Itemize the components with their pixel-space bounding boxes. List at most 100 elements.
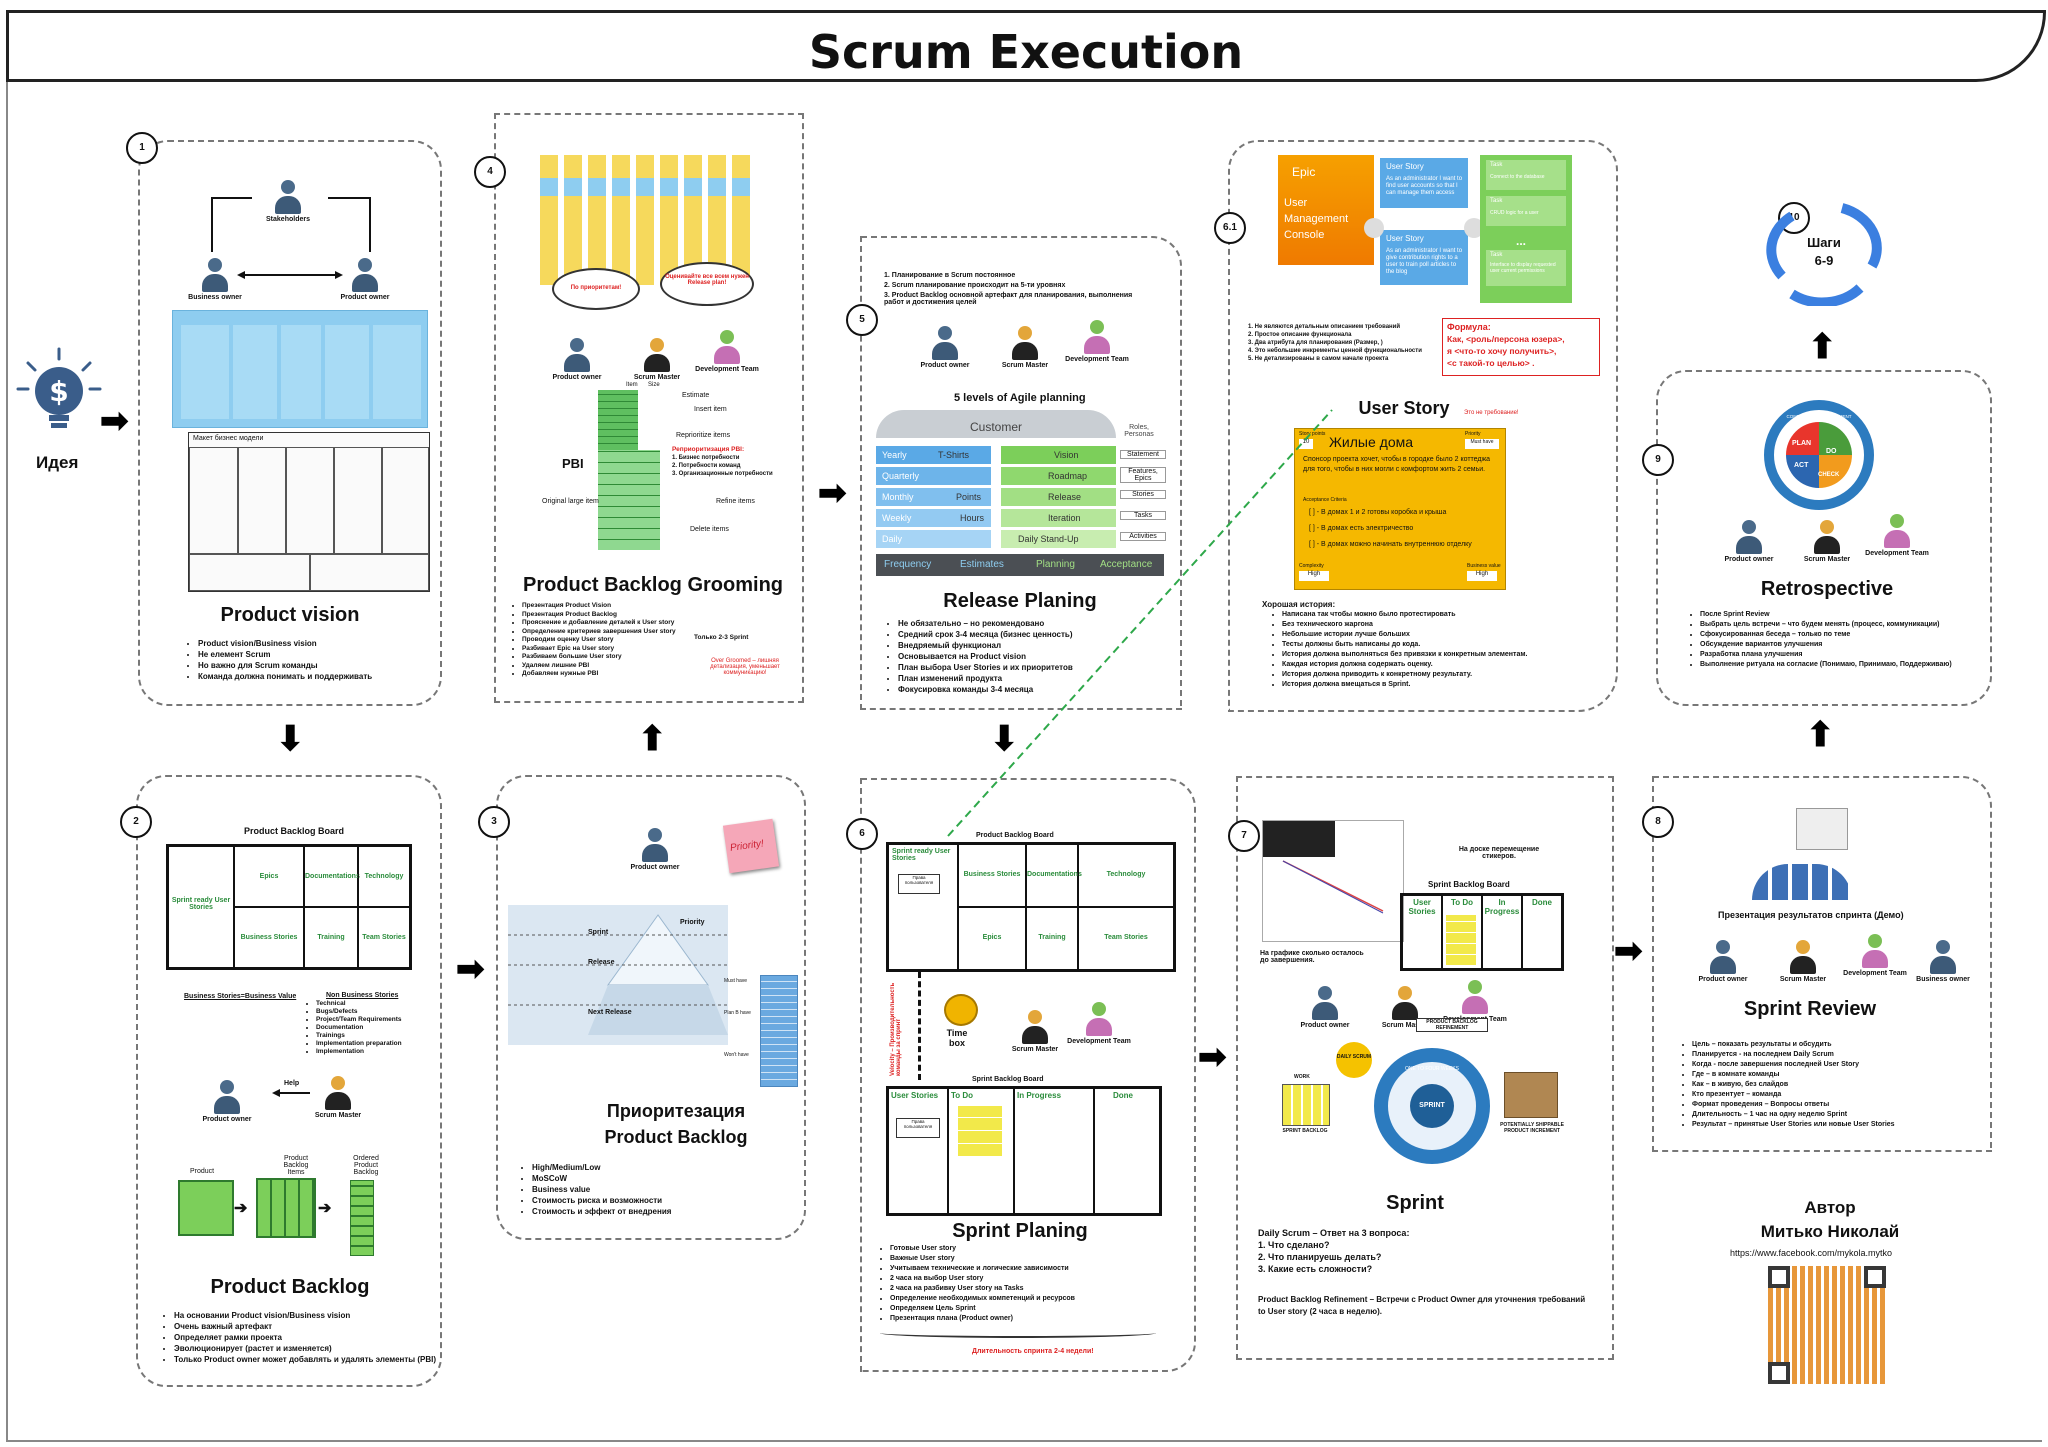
bullet: Product vision/Business vision bbox=[198, 638, 448, 649]
help-label: Help bbox=[284, 1080, 300, 1087]
ordered-backlog-stack-icon bbox=[350, 1180, 374, 1256]
bullet: Technical bbox=[316, 1000, 446, 1008]
formula-title: Формула: bbox=[1447, 322, 1491, 332]
product-owner-label: Product owner bbox=[202, 1116, 252, 1123]
arrow-right-icon: ➡ bbox=[1614, 932, 1643, 970]
board-cell: Business Stories bbox=[234, 907, 304, 968]
us-label: User Story bbox=[1386, 162, 1424, 171]
priority-stack bbox=[760, 975, 798, 1087]
qr-code bbox=[1768, 1266, 1886, 1384]
cube-label-items: Product Backlog Items bbox=[283, 1155, 309, 1176]
sprint-backlog-label: SPRINT BACKLOG bbox=[1282, 1128, 1328, 1134]
bullet: 2 часа на разбивку User story на Tasks bbox=[890, 1284, 1190, 1294]
row-left: Quarterly bbox=[882, 471, 920, 481]
sprint-duration: Длительность спринта 2-4 недели! bbox=[972, 1348, 1094, 1355]
reprio-title: Реприоритизация PBI: bbox=[672, 446, 745, 453]
task-label: Task bbox=[1490, 162, 1503, 168]
scrum-master-role: Scrum Master bbox=[1792, 520, 1862, 563]
development-team-label: Development Team bbox=[1065, 356, 1129, 363]
bullet: Длительность – 1 час на одну неделю Spri… bbox=[1692, 1110, 1998, 1120]
sprint-planning-bullets: Готовые User story Важные User story Учи… bbox=[880, 1244, 1190, 1324]
arrow-right-icon: ➡ bbox=[100, 402, 129, 440]
product-owner-label: Product owner bbox=[552, 374, 602, 381]
cloud-left: По приоритетам! bbox=[552, 268, 640, 310]
product-backlog-board: Sprint ready User Stories Epics Document… bbox=[166, 844, 412, 970]
stakeholders-icon: Stakeholders bbox=[253, 180, 323, 223]
stakeholders-label: Stakeholders bbox=[266, 216, 310, 223]
board-col: In Progress bbox=[1482, 895, 1522, 969]
cube-label-ordered: Ordered Product Backlog bbox=[353, 1155, 379, 1176]
step-number-5: 5 bbox=[846, 304, 878, 336]
author-name: Митько Николай bbox=[1760, 1222, 1900, 1241]
task-text: Interface to display requested user curr… bbox=[1490, 262, 1556, 274]
development-team-role: Development Team bbox=[1840, 934, 1910, 977]
footer-frequency: Frequency bbox=[884, 559, 932, 570]
grooming-bullets: Презентация Product Vision Презентация P… bbox=[512, 602, 692, 679]
bullet: Определение необходимых компетенций и ре… bbox=[890, 1294, 1190, 1304]
product-owner-label: Product owner bbox=[1724, 556, 1774, 563]
row-right: Daily Stand-Up bbox=[1018, 534, 1079, 544]
arrow-up-icon: ⬆ bbox=[1806, 716, 1835, 754]
formula-line: <с такой-то целью> . bbox=[1447, 358, 1535, 368]
author-url[interactable]: https://www.facebook.com/mykola.mytko bbox=[1730, 1248, 1893, 1258]
scrum-master-role: Scrum Master bbox=[990, 326, 1060, 369]
priority-label: Priority bbox=[680, 919, 705, 926]
sprint-pb-board-title: Product Backlog Board bbox=[976, 832, 1054, 839]
board-cell: Epics bbox=[234, 846, 304, 907]
canvas-label: Макет бизнес модели bbox=[193, 435, 264, 442]
board-col: User Stories bbox=[888, 1088, 948, 1214]
refine-label: Refine items bbox=[716, 498, 755, 505]
bullet: Внедряемый функционал bbox=[898, 640, 1178, 651]
ring-text: CONTINUOUS IMPROVEMENT bbox=[1786, 414, 1852, 419]
task-card-1: Task Connect to the database bbox=[1486, 160, 1566, 190]
release-planning-bullets: Не обязательно – но рекомендовано Средни… bbox=[888, 618, 1178, 695]
bullet: Разбиваем большие User story bbox=[522, 653, 692, 662]
pb-board-title: Product Backlog Board bbox=[244, 826, 345, 836]
formula-line: Как, <роль/персона юзера>, bbox=[1447, 334, 1565, 344]
business-owner-label: Business owner bbox=[1916, 976, 1970, 983]
board-cell: Epics bbox=[958, 907, 1026, 970]
bullet: Фокусировка команды 3-4 месяца bbox=[898, 684, 1178, 695]
bullet: Каждая история должна содержать оценку. bbox=[1282, 660, 1612, 670]
story-map-row bbox=[540, 178, 750, 196]
panel-sprint-planning bbox=[860, 778, 1196, 1372]
scrum-master-role: Scrum Master bbox=[1370, 986, 1440, 1029]
story-link-line bbox=[947, 409, 1333, 837]
velocity-dashed-line bbox=[918, 972, 921, 1080]
bullet: Разбивает Epic на User story bbox=[522, 645, 692, 654]
footer-planning: Planning bbox=[1036, 559, 1075, 570]
pdca-cycle-icon: CONTINUOUS IMPROVEMENT PLAN DO CHECK ACT bbox=[1764, 400, 1874, 510]
story-heading: Жилые дома bbox=[1329, 434, 1414, 450]
estimate-label: Estimate bbox=[682, 392, 710, 399]
bullet: Формат проведения – Вопросы ответы bbox=[1692, 1100, 1998, 1110]
us-label: User Story bbox=[1386, 234, 1424, 243]
sprint-board-title: Sprint Backlog Board bbox=[1428, 880, 1510, 889]
user-story-card-2: User Story As an administrator I want to… bbox=[1380, 230, 1468, 285]
priority-label: Priority bbox=[1465, 431, 1481, 437]
development-team-label: Development Team bbox=[1067, 1038, 1131, 1045]
arrow-right-icon: ➡ bbox=[1198, 1038, 1227, 1076]
bullet: Documentation bbox=[316, 1024, 446, 1032]
bullet: Без технического жаргона bbox=[1282, 620, 1612, 630]
increment-label: POTENTIALLY SHIPPABLE PRODUCT INCREMENT bbox=[1500, 1122, 1564, 1134]
bullet: Небольшие истории лучше больших bbox=[1282, 630, 1612, 640]
insert-label: Insert item bbox=[694, 406, 727, 413]
board-cell: Business Stories bbox=[958, 844, 1026, 907]
bullet: История должна вмещаться в Sprint. bbox=[1282, 680, 1612, 690]
board-cell: Sprint ready User Stories bbox=[888, 844, 958, 970]
task-stickers bbox=[1446, 915, 1476, 965]
good-story-bullets: Написана так чтобы можно было протестиро… bbox=[1272, 610, 1612, 690]
bullet: Проводим оценку User story bbox=[522, 636, 692, 645]
reprio-3: 3. Организационные потребности bbox=[672, 471, 773, 477]
step-number-2: 2 bbox=[120, 806, 152, 838]
play-icon bbox=[1364, 218, 1384, 238]
development-team-label: Development Team bbox=[695, 366, 759, 373]
size-label: Size bbox=[648, 382, 660, 388]
pdca-check: CHECK bbox=[1818, 472, 1840, 478]
bullet: Определение критериев завершения User st… bbox=[522, 628, 692, 637]
product-owner-label: Product owner bbox=[1300, 1022, 1350, 1029]
grooming-title: Product Backlog Grooming bbox=[522, 574, 784, 596]
agile-row: Monthly Points Release bbox=[876, 488, 1116, 508]
user-story-card-1: User Story As an administrator I want to… bbox=[1380, 158, 1468, 208]
panel-product-backlog bbox=[136, 775, 442, 1387]
